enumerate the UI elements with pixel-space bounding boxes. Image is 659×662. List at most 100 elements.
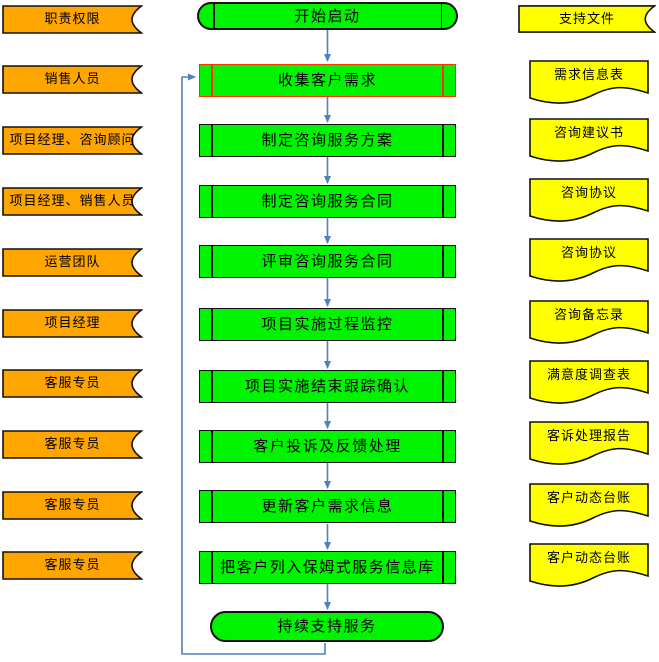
- process-inner-bar-right: [442, 246, 444, 277]
- process-inner-bar-left: [211, 125, 213, 156]
- ribbon-banner-icon: [2, 126, 143, 155]
- document-label: 客户动态台账: [546, 551, 631, 566]
- document-label: 客诉处理报告: [546, 429, 631, 444]
- process-step-selected[interactable]: 收集客户需求: [199, 64, 456, 97]
- ribbon-banner-icon: [2, 187, 143, 216]
- terminator-inner-bar-right: [440, 4, 442, 28]
- document-shape[interactable]: 需求信息表: [529, 60, 649, 105]
- process-step[interactable]: 把客户列入保姆式服务信息库: [199, 551, 456, 584]
- process-step-label: 项目实施过程监控: [261, 315, 394, 333]
- role-banner[interactable]: 职责权限: [2, 5, 143, 34]
- ribbon-banner-icon: [2, 491, 143, 520]
- process-step-label: 客户投诉及反馈处理: [253, 437, 402, 455]
- process-inner-bar-right: [442, 371, 444, 402]
- role-banner[interactable]: 客服专员: [2, 491, 143, 520]
- process-step[interactable]: 评审咨询服务合同: [199, 245, 456, 278]
- document-label: 咨询协议: [560, 246, 617, 261]
- role-banner-label: 项目经理、咨询顾问: [9, 133, 136, 148]
- document-icon: [529, 421, 649, 466]
- process-inner-bar-right: [442, 552, 444, 583]
- role-banner-label: 客服专员: [44, 498, 101, 513]
- process-inner-bar-right: [442, 309, 444, 340]
- terminator-start[interactable]: 开始启动: [197, 2, 458, 30]
- document-shape[interactable]: 咨询协议: [529, 238, 649, 283]
- process-step-label: 制定咨询服务合同: [261, 192, 394, 210]
- role-banner[interactable]: 项目经理、咨询顾问: [2, 126, 143, 155]
- process-inner-bar-left: [211, 65, 213, 96]
- process-inner-bar-left: [211, 371, 213, 402]
- role-banner[interactable]: 运营团队: [2, 248, 143, 277]
- document-shape[interactable]: 客诉处理报告: [529, 421, 649, 466]
- process-inner-bar-left: [211, 309, 213, 340]
- support-files-banner[interactable]: 支持文件: [518, 5, 656, 33]
- role-banner[interactable]: 项目经理: [2, 309, 143, 338]
- process-step[interactable]: 制定咨询服务方案: [199, 124, 456, 157]
- role-banner[interactable]: 客服专员: [2, 551, 143, 580]
- role-banner-label: 客服专员: [44, 558, 101, 573]
- process-step-label: 把客户列入保姆式服务信息库: [220, 558, 435, 576]
- role-banner[interactable]: 项目经理、销售人员: [2, 187, 143, 216]
- process-step-label: 评审咨询服务合同: [261, 252, 394, 270]
- process-step[interactable]: 项目实施结束跟踪确认: [199, 370, 456, 403]
- process-step[interactable]: 项目实施过程监控: [199, 308, 456, 341]
- role-banner-label: 项目经理: [44, 316, 101, 331]
- document-label: 需求信息表: [553, 68, 624, 83]
- support-files-label: 支持文件: [558, 11, 615, 27]
- document-icon: [529, 238, 649, 283]
- document-icon: [529, 483, 649, 528]
- process-inner-bar-left: [211, 552, 213, 583]
- process-step-label: 更新客户需求信息: [261, 497, 394, 515]
- process-inner-bar-right: [442, 491, 444, 522]
- role-banner-label: 运营团队: [44, 255, 101, 270]
- ribbon-banner-icon: [2, 5, 143, 34]
- process-step[interactable]: 更新客户需求信息: [199, 490, 456, 523]
- document-shape[interactable]: 咨询建议书: [529, 118, 649, 163]
- process-inner-bar-left: [211, 246, 213, 277]
- role-banner-label: 客服专员: [44, 376, 101, 391]
- process-step-label: 项目实施结束跟踪确认: [244, 377, 410, 395]
- ribbon-banner-icon: [2, 65, 143, 94]
- document-icon: [529, 360, 649, 405]
- document-label: 咨询协议: [560, 186, 617, 201]
- ribbon-banner-icon: [2, 248, 143, 277]
- document-shape[interactable]: 客户动态台账: [529, 483, 649, 528]
- role-banner-label: 客服专员: [44, 437, 101, 452]
- role-banner[interactable]: 销售人员: [2, 65, 143, 94]
- process-inner-bar-right: [442, 431, 444, 462]
- document-shape[interactable]: 咨询协议: [529, 178, 649, 223]
- document-shape[interactable]: 咨询备忘录: [529, 300, 649, 345]
- document-icon: [529, 60, 649, 105]
- role-banner-label: 项目经理、销售人员: [9, 194, 136, 209]
- ribbon-banner-icon: [2, 430, 143, 459]
- document-shape[interactable]: 满意度调查表: [529, 360, 649, 405]
- document-label: 咨询备忘录: [553, 308, 624, 323]
- terminator-end-label: 持续支持服务: [277, 617, 377, 635]
- process-step[interactable]: 客户投诉及反馈处理: [199, 430, 456, 463]
- role-banner-label: 销售人员: [44, 72, 101, 87]
- terminator-end[interactable]: 持续支持服务: [210, 611, 444, 642]
- process-step-label: 制定咨询服务方案: [261, 131, 394, 149]
- process-inner-bar-left: [211, 431, 213, 462]
- ribbon-banner-icon: [2, 309, 143, 338]
- terminator-inner-bar-left: [213, 4, 215, 28]
- ribbon-banner-icon: [2, 369, 143, 398]
- ribbon-banner-icon: [2, 551, 143, 580]
- process-inner-bar-left: [211, 186, 213, 217]
- process-step-label: 收集客户需求: [277, 71, 377, 89]
- document-icon: [529, 118, 649, 163]
- process-inner-bar-right: [442, 186, 444, 217]
- document-icon: [529, 300, 649, 345]
- role-banner[interactable]: 客服专员: [2, 430, 143, 459]
- document-label: 咨询建议书: [553, 126, 624, 141]
- document-icon: [529, 543, 649, 588]
- document-label: 满意度调查表: [546, 368, 631, 383]
- role-banner[interactable]: 客服专员: [2, 369, 143, 398]
- document-label: 客户动态台账: [546, 491, 631, 506]
- process-inner-bar-right: [442, 65, 444, 96]
- process-step[interactable]: 制定咨询服务合同: [199, 185, 456, 218]
- process-inner-bar-left: [211, 491, 213, 522]
- document-shape[interactable]: 客户动态台账: [529, 543, 649, 588]
- ribbon-banner-icon: [518, 5, 656, 33]
- terminator-start-label: 开始启动: [294, 6, 361, 25]
